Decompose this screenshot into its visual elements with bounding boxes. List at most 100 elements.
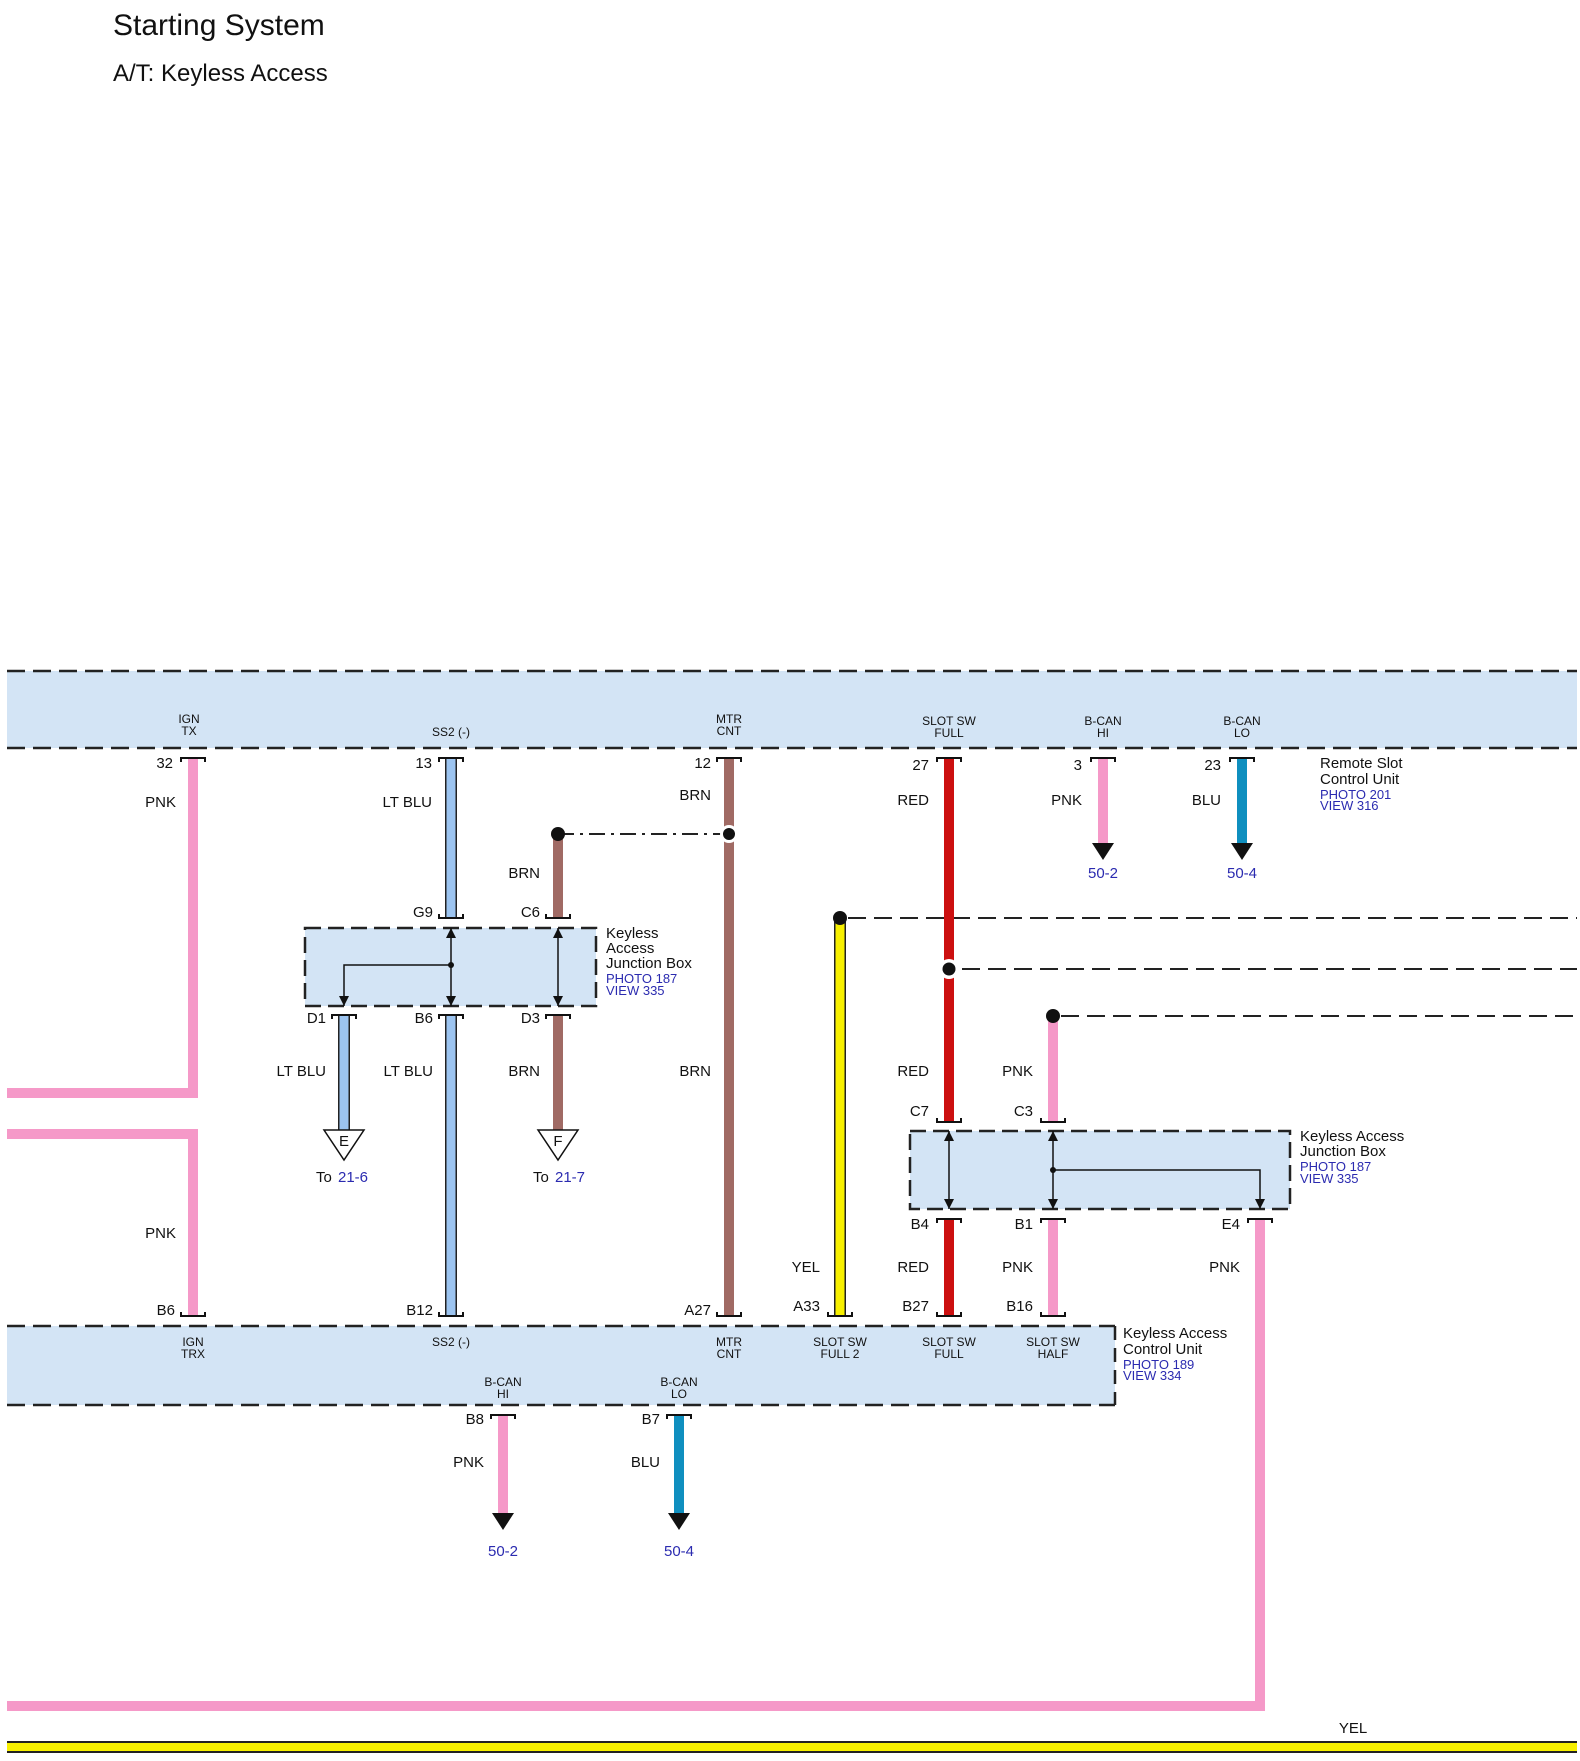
pin-num-b7: B7 [642,1411,660,1428]
remote-slot-name: Remote Slot [1320,755,1403,772]
jb-right-name-2: Junction Box [1300,1143,1386,1160]
pin-num-b8: B8 [466,1411,484,1428]
wire-ign-trx [7,1129,198,1316]
pin-g9: G9 [413,904,433,921]
pin-label-bcan-hi-2: HI [1097,726,1109,740]
kacu-pin-slot-sw-half: SLOT SW [1026,1335,1080,1349]
wire-color-red: RED [897,792,929,809]
wire-color-red-upper: RED [897,1063,929,1080]
remote-slot-photo-link[interactable]: PHOTO 201 [1320,787,1391,802]
pin-num-12: 12 [694,755,711,772]
wire-color-brn-c6: BRN [508,865,540,882]
pin-num-b12: B12 [406,1302,433,1319]
ground-e-letter: E [339,1133,349,1150]
kacu-pin-ign-trx-2: TRX [181,1347,205,1361]
jb-left-view-link[interactable]: VIEW 335 [606,983,665,998]
pin-label-mtr-cnt: MTR [716,712,742,726]
kacu-pin-slot-sw-full-2: FULL [934,1347,964,1361]
kacu-pin-bcan-lo-2: LO [671,1387,687,1401]
pin-num-13: 13 [415,755,432,772]
ground-f-to: To [533,1169,549,1186]
kacu-view-link[interactable]: VIEW 334 [1123,1368,1182,1383]
wire-color-pnk-lower-left: PNK [145,1225,176,1242]
pin-b6: B6 [415,1010,433,1027]
remote-slot-view-link[interactable]: VIEW 316 [1320,798,1379,813]
ground-e-icon [322,1129,366,1162]
kacu-pin-bcan-hi: B-CAN [484,1375,521,1389]
kacu-pin-bcan-hi-2: HI [497,1387,509,1401]
pin-label-ss2: SS2 (-) [432,725,470,739]
pin-label-slot-sw-full: SLOT SW [922,714,976,728]
wire-color-pnk-upper: PNK [1002,1063,1033,1080]
wire-color-blu-bcan-bottom: BLU [631,1454,660,1471]
kacu-pin-slot-sw-full2: SLOT SW [813,1335,867,1349]
kacu-name: Keyless Access [1123,1325,1227,1342]
pin-label-ign-tx: IGN [178,712,199,726]
wire-color-e4: PNK [1209,1259,1240,1276]
terminals [180,757,1273,1419]
wire-color-b6: LT BLU [384,1063,433,1080]
jb-left-name-2: Access [606,940,654,957]
pin-num-b16: B16 [1006,1298,1033,1315]
pin-num-b6-kacu: B6 [157,1302,175,1319]
ground-f-icon [536,1129,580,1162]
kacu-name-2: Control Unit [1123,1341,1203,1358]
wire-color-d3: BRN [508,1063,540,1080]
pin-b4: B4 [911,1216,929,1233]
wire-color-pnk: PNK [145,794,176,811]
pin-label-mtr-cnt-2: CNT [717,724,742,738]
pin-c6: C6 [521,904,540,921]
kacu-pin-ss2: SS2 (-) [432,1335,470,1349]
jb-right-photo-link[interactable]: PHOTO 187 [1300,1159,1371,1174]
remote-slot-control-unit [7,671,1577,748]
jb-left-name: Keyless [606,925,659,942]
remote-slot-name-2: Control Unit [1320,771,1400,788]
ref-50-2-bottom-link[interactable]: 50-2 [488,1543,518,1560]
kacu-pin-mtr-cnt-2: CNT [717,1347,742,1361]
wire-color-blu-bcan: BLU [1192,792,1221,809]
page-subtitle: A/T: Keyless Access [113,60,328,87]
ref-50-4-top-link[interactable]: 50-4 [1227,865,1257,882]
ground-e-to: To [316,1169,332,1186]
kacu-pin-slot-sw-full: SLOT SW [922,1335,976,1349]
ground-f-ref-link[interactable]: 21-7 [555,1169,585,1186]
kacu-pin-slot-sw-half-2: HALF [1038,1347,1069,1361]
wire-color-pnk-bcan: PNK [1051,792,1082,809]
ground-f-letter: F [553,1133,562,1150]
pin-c7: C7 [910,1103,929,1120]
pin-num-a33: A33 [793,1298,820,1315]
pin-num-3: 3 [1074,757,1082,774]
jb-right-name: Keyless Access [1300,1128,1404,1145]
wire-color-lt-blu: LT BLU [383,794,432,811]
pin-c3: C3 [1014,1103,1033,1120]
pin-num-b27: B27 [902,1298,929,1315]
keyless-access-control-unit [7,1326,1115,1405]
wire-e4 [7,1219,1265,1711]
wire-ign-tx [7,758,198,1098]
kacu-pin-mtr-cnt: MTR [716,1335,742,1349]
pin-d3: D3 [521,1010,540,1027]
kacu-pin-slot-sw-full2-2: FULL 2 [821,1347,860,1361]
jb-left-photo-link[interactable]: PHOTO 187 [606,971,677,986]
ref-50-4-bottom-link[interactable]: 50-4 [664,1543,694,1560]
jb-right-view-link[interactable]: VIEW 335 [1300,1171,1359,1186]
pin-label-bcan-lo-2: LO [1234,726,1250,740]
ref-50-2-top-link[interactable]: 50-2 [1088,865,1118,882]
page-title: Starting System [113,9,325,42]
ground-e-ref-link[interactable]: 21-6 [338,1169,368,1186]
pin-b1: B1 [1015,1216,1033,1233]
pin-label-bcan-lo: B-CAN [1223,714,1260,728]
kacu-photo-link[interactable]: PHOTO 189 [1123,1357,1194,1372]
pin-label-ign-tx-2: TX [181,724,196,738]
pin-e4: E4 [1222,1216,1240,1233]
wire-color-brn: BRN [679,787,711,804]
wire-color-red-lower: RED [897,1259,929,1276]
wire-color-pnk-lower: PNK [1002,1259,1033,1276]
wire-color-yel-bottom: YEL [1339,1720,1367,1737]
pin-label-bcan-hi: B-CAN [1084,714,1121,728]
pin-label-slot-sw-full-2: FULL [934,726,964,740]
pin-num-23: 23 [1204,757,1221,774]
wire-color-d1: LT BLU [277,1063,326,1080]
wire-color-pnk-bcan-bottom: PNK [453,1454,484,1471]
